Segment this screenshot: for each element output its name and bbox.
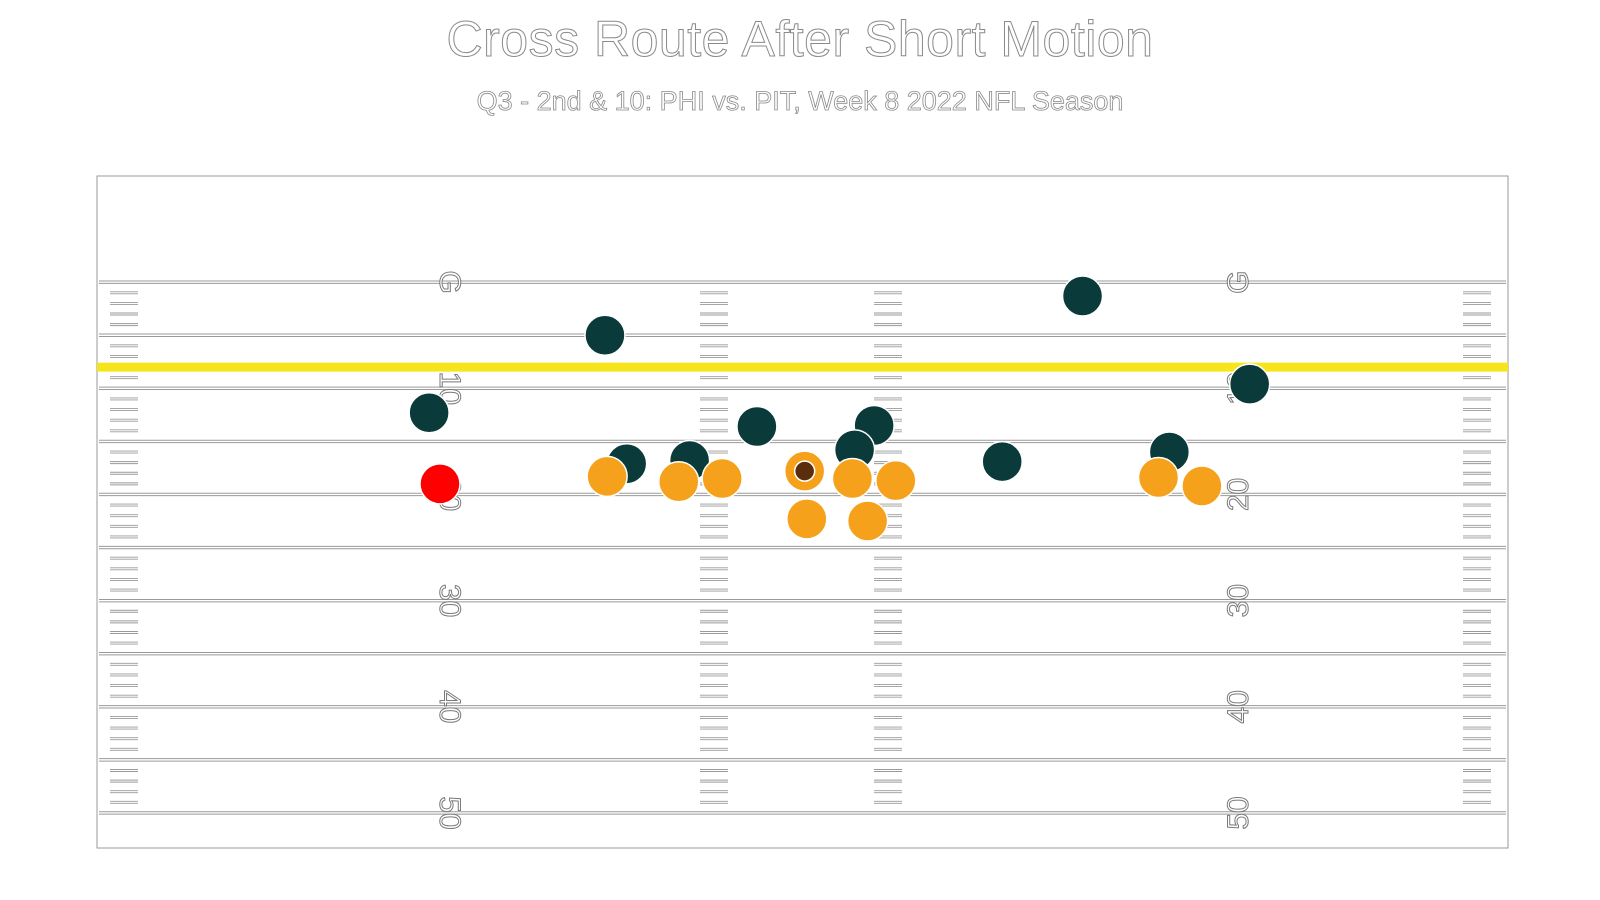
defense-player-point (1228, 363, 1271, 405)
defense-player-point (584, 314, 626, 356)
yard-number-left: 40 (433, 690, 466, 723)
defense-player-point (736, 405, 778, 448)
chart-title: Cross Route After Short Motion (446, 11, 1154, 68)
defense-player-point (981, 440, 1023, 483)
offense-player-point (846, 500, 889, 542)
yard-number-right: 40 (1222, 690, 1255, 723)
offense-player-point (831, 457, 874, 500)
offense-player-point (786, 498, 828, 540)
yard-number-left: 50 (433, 796, 466, 829)
offense-player-point (658, 460, 700, 503)
offense-player-point (701, 457, 743, 500)
defense-player-point (408, 391, 450, 434)
target-player-point (419, 463, 461, 505)
yard-number-left: 30 (433, 584, 466, 617)
yard-number-right: 30 (1222, 584, 1255, 617)
offense-player-point (1137, 456, 1180, 499)
offense-player-point (1181, 465, 1223, 507)
offense-player-point (875, 459, 917, 502)
yard-number-right: 50 (1222, 796, 1255, 829)
yard-number-right: G (1222, 270, 1255, 293)
defense-player-point (1061, 275, 1104, 317)
offense-player-point (586, 455, 628, 498)
yard-number-right: 20 (1222, 478, 1255, 511)
football-marker (793, 460, 816, 482)
chart-subtitle: Q3 - 2nd & 10: PHI vs. PIT, Week 8 2022 … (476, 86, 1124, 117)
yard-number-left: G (433, 270, 466, 293)
